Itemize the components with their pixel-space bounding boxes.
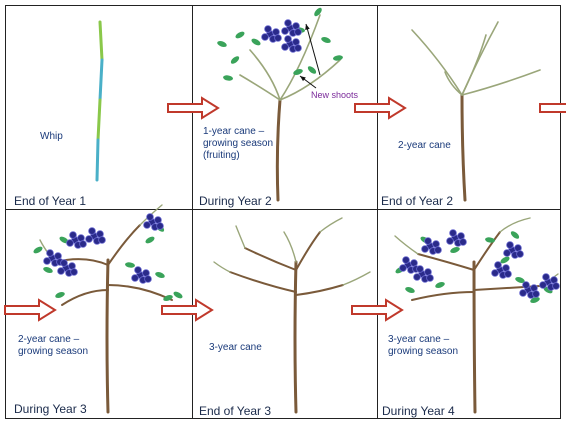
leaf-icon <box>485 237 496 244</box>
cane-branch <box>320 218 342 232</box>
cane-branch <box>296 232 320 270</box>
berry-cluster-icon <box>132 267 152 284</box>
cane-branch <box>343 272 370 285</box>
leaf-icon <box>125 262 136 269</box>
whip-cane <box>100 22 102 60</box>
leaf-icon <box>216 40 227 48</box>
whip-cane <box>97 140 98 180</box>
cane-branch <box>418 254 474 270</box>
leaf-icon <box>404 286 415 294</box>
berry-cluster-icon <box>540 274 560 291</box>
berry-cluster-icon <box>520 282 540 299</box>
cane-branch <box>500 218 530 232</box>
leaf-icon <box>234 30 245 40</box>
main-cane <box>277 100 280 200</box>
arrow-right-icon <box>168 98 218 118</box>
berry-cluster-icon <box>144 214 164 231</box>
whip-cane <box>98 100 100 140</box>
pointer-arrowhead <box>300 76 306 81</box>
leaf-icon <box>434 281 445 289</box>
main-cane <box>462 95 465 200</box>
main-cane <box>474 262 475 412</box>
berry-cluster-icon <box>86 228 106 245</box>
berry-cluster-icon <box>282 20 302 37</box>
cane-branch <box>62 290 108 305</box>
berry-cluster-icon <box>492 262 512 279</box>
leaf-icon <box>306 65 317 75</box>
leaf-icon <box>333 55 344 62</box>
berry-cluster-icon <box>504 242 524 259</box>
berry-cluster-icon <box>400 257 420 274</box>
cane-branch <box>214 262 230 272</box>
cane-branch <box>462 35 486 95</box>
arrow-right-icon <box>540 98 566 118</box>
cane-branch <box>412 292 474 300</box>
arrow-right-icon <box>162 300 212 320</box>
cane-branch <box>245 248 296 270</box>
cane-branch <box>462 70 540 95</box>
leaf-icon <box>313 6 323 17</box>
cane-branch <box>296 285 343 295</box>
whip-cane <box>100 60 102 100</box>
arrow-right-icon <box>355 98 405 118</box>
arrow-right-icon <box>352 300 402 320</box>
cane-branch <box>230 272 296 292</box>
leaf-icon <box>54 291 65 299</box>
new-shoot <box>280 60 340 100</box>
leaf-icon <box>172 290 183 300</box>
cane-branch <box>236 226 245 248</box>
cane-branch <box>395 236 418 254</box>
new-shoot <box>250 50 280 100</box>
cane-branch <box>412 30 462 95</box>
leaf-icon <box>32 245 43 255</box>
berry-cluster-icon <box>282 36 302 53</box>
leaf-icon <box>144 235 155 245</box>
leaf-icon <box>223 75 234 82</box>
cane-branch <box>284 232 296 262</box>
arrow-right-icon <box>5 300 55 320</box>
leaf-icon <box>509 230 520 240</box>
main-cane <box>295 262 296 412</box>
pointer-arrowhead <box>305 24 310 30</box>
leaf-icon <box>229 55 240 65</box>
leaf-icon <box>320 36 331 44</box>
leaf-icon <box>449 246 460 254</box>
leaf-icon <box>42 266 53 274</box>
new-shoot <box>240 75 280 100</box>
leaf-icon <box>154 271 165 279</box>
cane-branch <box>108 225 140 265</box>
berry-cluster-icon <box>67 232 87 249</box>
berry-cluster-icon <box>262 26 282 43</box>
cane-branch <box>108 285 172 300</box>
berry-cluster-icon <box>422 238 442 255</box>
main-cane <box>107 260 108 412</box>
leaf-icon <box>250 37 261 47</box>
berry-cluster-icon <box>58 260 78 277</box>
berry-cluster-icon <box>447 230 467 247</box>
berry-cluster-icon <box>414 266 434 283</box>
